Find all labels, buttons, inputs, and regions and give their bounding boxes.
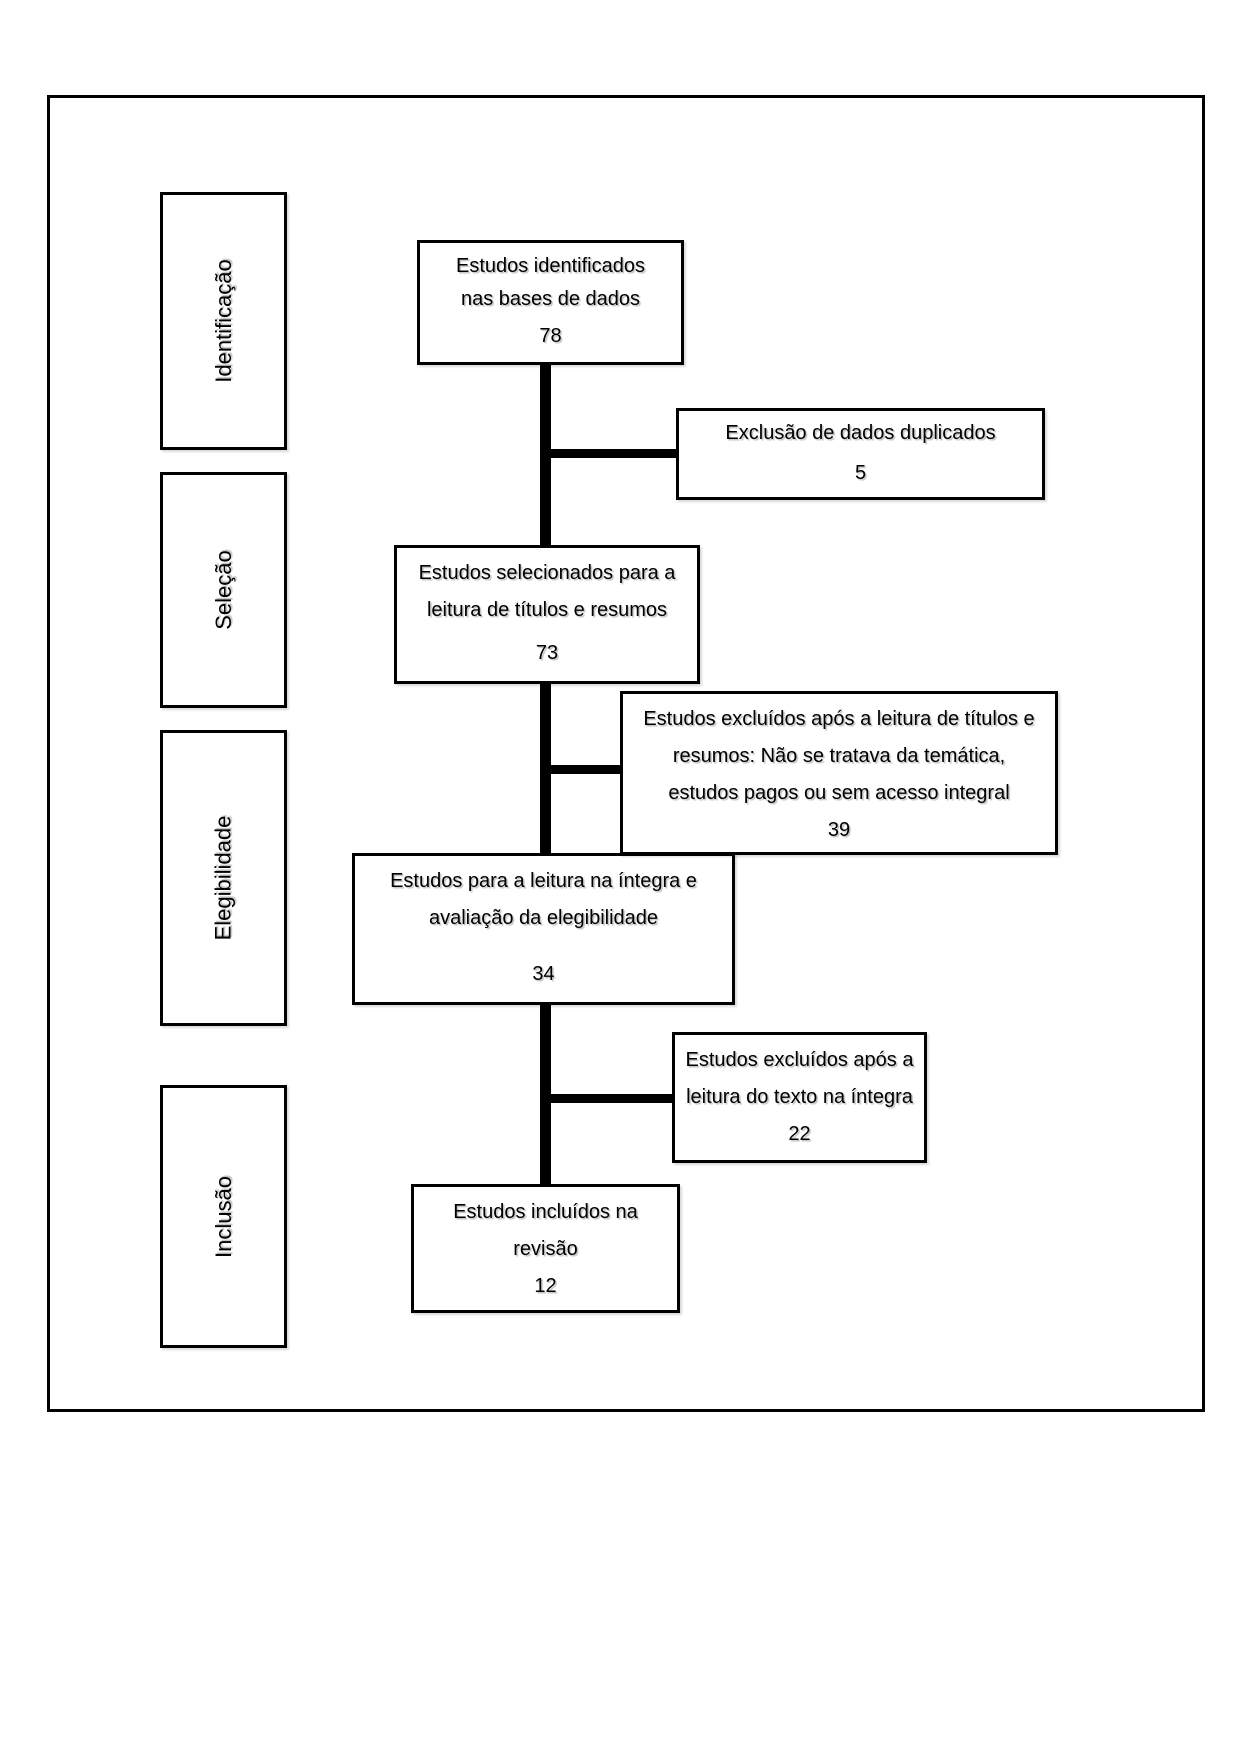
stage-label-selecao: Seleção [210,550,236,630]
stage-label-inclusao: Inclusão [210,1175,236,1258]
box-count: 39 [827,819,851,841]
stage-box-elegibilidade: Elegibilidade [160,730,287,1026]
box-text-line: Estudos selecionados para a [418,562,676,584]
box-text-line: avaliação da elegibilidade [428,907,659,929]
box-text-line: Estudos excluídos após a [685,1049,914,1071]
flow-box-fulltext-eligibility: Estudos para a leitura na íntegra e aval… [352,853,735,1005]
flow-box-included-studies: Estudos incluídos na revisão 12 [411,1184,680,1313]
box-text-line: Estudos identificados [455,255,645,277]
connector-branch-to-fulltext-exclusion [545,1094,674,1103]
flow-box-identified-studies: Estudos identificados nas bases de dados… [417,240,684,365]
box-text-line: estudos pagos ou sem acesso integral [668,782,1010,804]
connector-branch-to-title-exclusion [545,765,622,774]
box-text: Estudos selecionados para a leitura de t… [401,555,693,629]
box-count: 78 [539,325,562,347]
box-count: 5 [854,462,867,484]
box-text-line: leitura de títulos e resumos [426,599,668,621]
box-text-line: leitura do texto na íntegra [686,1086,913,1108]
exclusion-box-title-abstract: Estudos excluídos após a leitura de títu… [620,691,1058,855]
box-count: 12 [534,1275,557,1297]
diagram-outer-frame [47,95,1205,1412]
stage-box-selecao: Seleção [160,472,287,708]
box-count: 73 [535,642,559,664]
exclusion-box-duplicates: Exclusão de dados duplicados 5 [676,408,1045,500]
box-text-line: Estudos para a leitura na íntegra e [390,870,697,892]
box-text-line: Exclusão de dados duplicados [725,422,996,444]
box-text-line: Estudos excluídos após a leitura de títu… [643,708,1035,730]
flow-box-selected-studies: Estudos selecionados para a leitura de t… [394,545,700,684]
box-text-line: Estudos incluídos na [453,1201,638,1223]
stage-label-elegibilidade: Elegibilidade [210,815,236,941]
box-text: Estudos excluídos após a leitura de títu… [627,701,1051,812]
box-text-line: resumos: Não se tratava da temática, [672,745,1006,767]
box-text-line: nas bases de dados [460,288,641,310]
box-text-line: revisão [513,1238,578,1260]
box-text: Estudos excluídos após a leitura do text… [679,1042,920,1116]
stage-box-inclusao: Inclusão [160,1085,287,1348]
connector-branch-to-duplicates [545,449,678,458]
box-count: 34 [532,963,555,985]
exclusion-box-fulltext-reading: Estudos excluídos após a leitura do text… [672,1032,927,1163]
box-count: 22 [788,1123,811,1145]
stage-label-identificacao: Identificação [210,259,236,383]
box-text: Estudos incluídos na revisão [418,1194,673,1268]
stage-box-identificacao: Identificação [160,192,287,450]
box-text: Exclusão de dados duplicados [683,418,1038,448]
box-text: Estudos para a leitura na íntegra e aval… [359,863,728,937]
box-text: Estudos identificados nas bases de dados [424,250,677,316]
